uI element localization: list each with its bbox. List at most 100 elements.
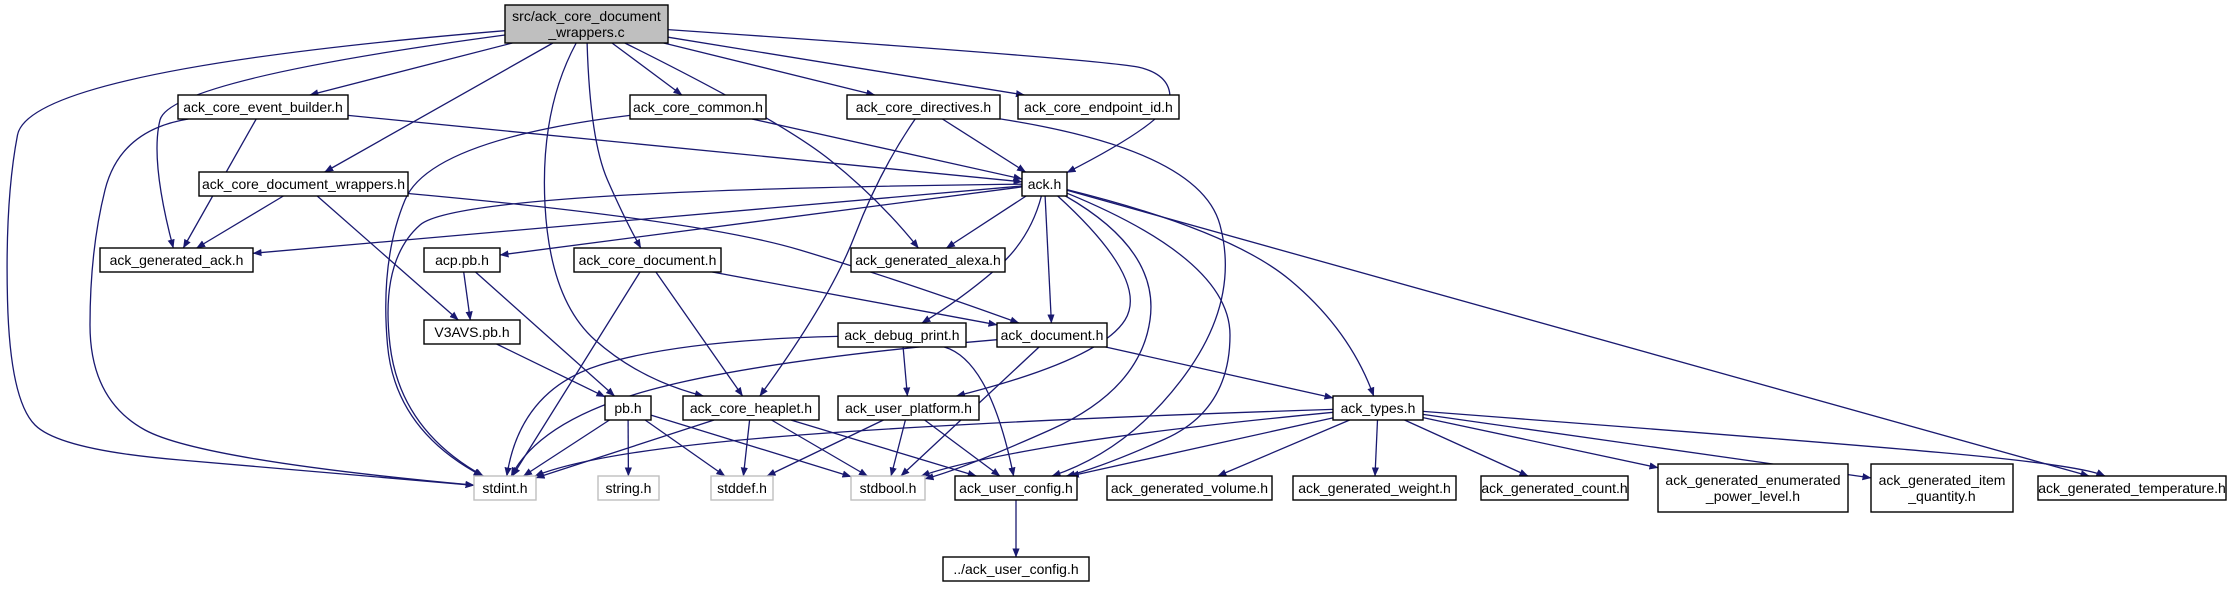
file-node-label: ack_generated_temperature.h [2038,480,2226,496]
file-node-core-document[interactable]: ack_core_document.h [573,247,722,273]
file-node-ack-h[interactable]: ack.h [1021,171,1068,197]
file-node-label: ack_core_event_builder.h [183,99,343,115]
file-node-v3avs[interactable]: V3AVS.pb.h [423,319,521,345]
edge-root-to-core_document [586,42,642,249]
file-node-ack-document[interactable]: ack_document.h [996,322,1108,348]
file-node-parent-user-config[interactable]: ../ack_user_config.h [942,556,1090,582]
edge-doc_wrappers_h-to-generated_ack [196,195,284,249]
edge-ack_document-to-stdint [510,339,998,477]
file-node-gen-volume[interactable]: ack_generated_volume.h [1106,475,1273,501]
edge-ack_types-to-stdint [534,408,1334,477]
file-node-endpoint-id[interactable]: ack_core_endpoint_id.h [1017,94,1180,120]
file-node-gen-item-qty[interactable]: ack_generated_item_quantity.h [1870,463,2014,513]
file-node-label: stdbool.h [860,480,917,496]
file-node-pb-h[interactable]: pb.h [604,395,652,421]
edge-ack_types-to-gen_temperature [1422,410,2106,477]
file-node-label: ack_types.h [1341,400,1416,416]
edge-heaplet-to-stdbool [771,419,868,477]
edge-ack_h-to-ack_document [1044,195,1055,324]
edge-core_document-to-ack_document [712,271,998,327]
edge-root-to-event_builder [309,42,513,97]
edge-ack_types-to-user_config [1069,417,1334,478]
edge-user_platform-to-user_config [924,419,1001,477]
file-node-label: _power_level.h [1705,488,1800,504]
file-node-label: ack_generated_item [1879,472,2006,488]
file-node-label: pb.h [614,400,641,416]
file-node-core-common[interactable]: ack_core_common.h [629,94,767,120]
edge-pb_h-to-stdbool [650,414,852,478]
edge-doc_wrappers_h-to-ack_document [407,192,1020,324]
file-node-user-config[interactable]: ack_user_config.h [954,475,1078,501]
file-node-label: ack_generated_ack.h [110,252,244,268]
edge-root-to-heaplet [543,42,704,398]
edge-acp_pb-to-pb_h [475,271,615,397]
file-node-doc-wrappers-h[interactable]: ack_core_document_wrappers.h [198,171,409,197]
file-nodes: src/ack_core_document_wrappers.c ack_core… [99,4,2227,582]
file-node-stdbool: stdbool.h [850,475,926,501]
edge-ack_h-to-acp_pb [499,186,1023,258]
file-node-gen-count[interactable]: ack_generated_count.h [1480,475,1629,501]
file-node-ack-types[interactable]: ack_types.h [1332,395,1424,421]
file-node-generated-ack[interactable]: ack_generated_ack.h [99,247,254,273]
file-node-label: ack_core_heaplet.h [690,400,812,416]
file-node-gen-weight[interactable]: ack_generated_weight.h [1292,475,1457,501]
file-node-label: ../ack_user_config.h [953,561,1078,577]
file-node-stdint: stdint.h [473,475,537,501]
edge-v3avs-to-pb_h [496,343,606,398]
edge-debug_print-to-stdint [504,335,839,477]
file-node-label: string.h [606,480,652,496]
file-node-gen-power[interactable]: ack_generated_enumerated_power_level.h [1657,463,1849,513]
file-node-label: ack_core_endpoint_id.h [1024,99,1173,115]
file-node-user-platform[interactable]: ack_user_platform.h [837,395,980,421]
file-node-label: ack_core_document_wrappers.h [202,176,405,192]
file-node-gen-temperature[interactable]: ack_generated_temperature.h [2037,475,2227,501]
edge-core_directives-to-heaplet [759,118,916,397]
file-node-label: ack_core_directives.h [856,99,991,115]
edge-acp_pb-to-v3avs [463,271,473,321]
edge-root-to-generated_alexa [624,42,919,249]
file-node-label: src/ack_core_document [512,8,661,24]
file-node-label: ack_generated_volume.h [1111,480,1268,496]
edge-pb_h-to-stddef [644,419,726,477]
edge-core_common-to-ack_h [751,118,1023,181]
edge-ack_h-to-generated_alexa [946,195,1027,249]
edge-heaplet-to-stdint [535,419,715,479]
edge-root-to-ack_h [667,28,1171,174]
edge-heaplet-to-stddef [740,419,751,477]
file-node-generated-alexa[interactable]: ack_generated_alexa.h [850,247,1006,273]
edge-doc_wrappers_h-to-v3avs [316,195,459,321]
edge-ack_types-to-gen_volume [1217,419,1350,477]
edge-core_directives-to-ack_h [942,118,1026,173]
edge-root-to-core_directives [663,42,876,97]
edge-core_common-to-stdint [385,114,631,477]
file-node-label: V3AVS.pb.h [434,324,509,340]
edge-ack_h-to-user_platform [955,195,1131,398]
file-node-heaplet[interactable]: ack_core_heaplet.h [682,395,820,421]
edge-debug_print-to-user_platform [902,346,911,397]
edge-ack_h-to-stdint [387,183,1023,477]
edge-ack_types-to-gen_count [1404,419,1529,477]
edge-user_platform-to-stddef [766,419,884,477]
file-node-label: ack_generated_weight.h [1298,480,1451,496]
file-node-label: ack_generated_count.h [1481,480,1627,496]
edge-root-to-endpoint_id [667,36,1025,98]
edge-root-to-doc_wrappers_h [324,42,554,173]
file-node-label: ack.h [1028,176,1061,192]
edge-ack_types-to-gen_weight [1371,419,1379,477]
edge-event_builder-to-stdint [89,118,475,489]
edge-event_builder-to-ack_h [347,114,1023,185]
file-node-acp-pb[interactable]: acp.pb.h [423,247,501,273]
edge-heaplet-to-user_config [790,419,977,477]
edge-root-to-generated_ack [156,34,506,249]
edge-user_platform-to-stdbool [889,419,907,477]
file-node-root[interactable]: src/ack_core_document_wrappers.c [504,4,669,44]
file-node-event-builder[interactable]: ack_core_event_builder.h [177,94,349,120]
edge-ack_document-to-ack_types [1105,346,1334,400]
file-node-core-directives[interactable]: ack_core_directives.h [846,94,1001,120]
file-node-label: ack_generated_enumerated [1665,472,1840,488]
file-node-debug-print[interactable]: ack_debug_print.h [837,322,967,348]
file-node-label: ack_document.h [1001,327,1104,343]
edge-root-to-stdint [6,30,506,489]
edge-root-to-core_common [611,42,683,96]
